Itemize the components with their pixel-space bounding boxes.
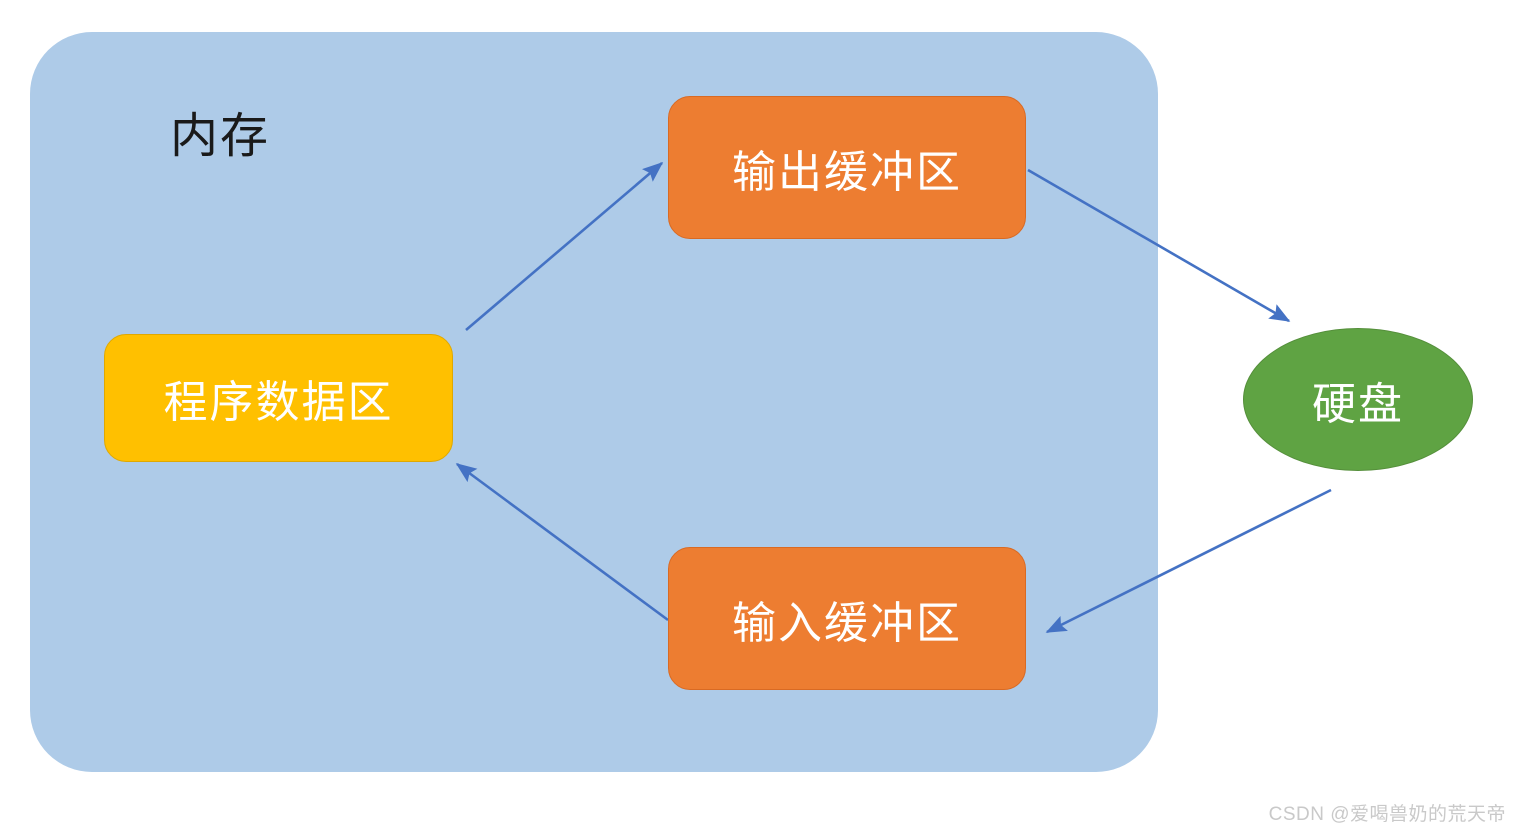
- memory-region-label: 内存: [170, 110, 271, 163]
- node-hard-disk: 硬盘: [1243, 328, 1473, 471]
- node-output-buffer: 输出缓冲区: [668, 96, 1026, 239]
- node-input-buffer: 输入缓冲区: [668, 547, 1026, 690]
- watermark-text: CSDN @爱喝兽奶的荒天帝: [1268, 804, 1506, 825]
- node-program-data-area: 程序数据区: [104, 334, 453, 462]
